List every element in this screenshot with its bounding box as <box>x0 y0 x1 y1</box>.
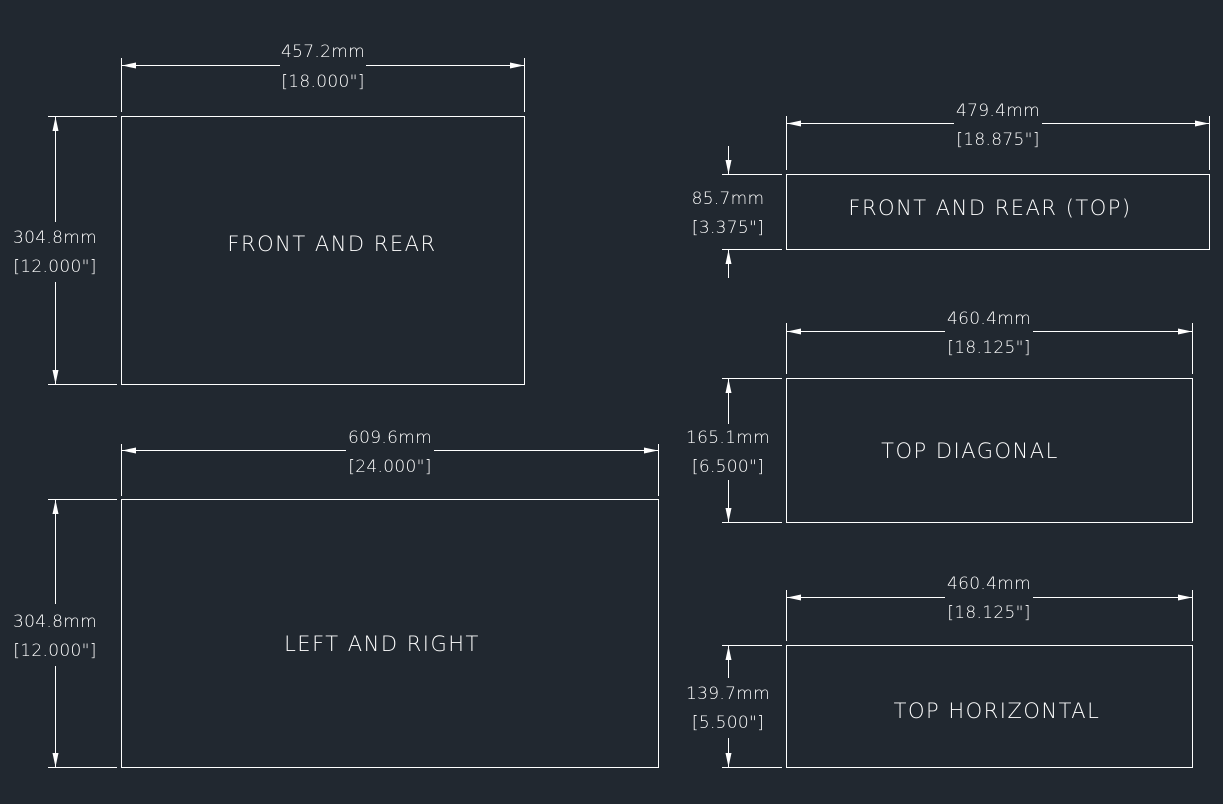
panel-outline <box>786 378 1193 523</box>
arrowhead <box>787 120 801 127</box>
height-dimension: 165.1mm [6.500"] <box>686 378 782 523</box>
panel-outline <box>786 174 1210 250</box>
width-dimension: 609.6mm [24.000"] <box>121 428 659 496</box>
arrowhead <box>787 328 801 335</box>
height-mm: 304.8mm <box>13 228 97 248</box>
width-in: [24.000"] <box>348 457 431 477</box>
arrowhead <box>725 379 732 393</box>
panel-label: FRONT AND REAR <box>227 232 436 256</box>
width-mm: 460.4mm <box>947 309 1031 329</box>
panel-top-horizontal: TOP HORIZONTAL 460.4mm [18.125"] 139.7mm… <box>686 574 1193 768</box>
arrowhead <box>510 62 524 69</box>
panel-label: TOP DIAGONAL <box>881 439 1059 463</box>
height-in: [6.500"] <box>692 457 764 477</box>
width-dimension: 460.4mm [18.125"] <box>786 574 1193 641</box>
height-in: [3.375"] <box>692 218 764 238</box>
panel-top-diagonal: TOP DIAGONAL 460.4mm [18.125"] 165.1mm [… <box>686 309 1193 523</box>
width-mm: 479.4mm <box>956 101 1040 121</box>
width-dimension: 479.4mm [18.875"] <box>786 101 1210 170</box>
arrowhead <box>122 447 136 454</box>
text-mask <box>280 56 366 76</box>
arrowhead <box>1178 328 1192 335</box>
arrowhead <box>725 508 732 522</box>
arrowhead <box>725 646 732 660</box>
panel-label: FRONT AND REAR (TOP) <box>848 196 1131 220</box>
arrowhead <box>122 62 136 69</box>
height-mm: 85.7mm <box>692 189 765 209</box>
panel-outline <box>121 116 525 385</box>
panel-outline <box>786 645 1193 768</box>
height-dimension: 304.8mm [12.000"] <box>13 499 117 768</box>
panel-outline <box>121 499 659 768</box>
width-dimension: 460.4mm [18.125"] <box>786 309 1193 374</box>
height-mm: 139.7mm <box>686 684 770 704</box>
arrowhead <box>725 250 732 264</box>
height-in: [5.500"] <box>692 713 764 733</box>
arrowhead <box>52 753 59 767</box>
height-mm: 304.8mm <box>13 612 97 632</box>
width-mm: 457.2mm <box>281 42 365 62</box>
height-in: [12.000"] <box>13 641 96 661</box>
width-in: [18.000"] <box>281 72 364 92</box>
arrowhead <box>52 370 59 384</box>
arrowhead <box>1178 594 1192 601</box>
arrowhead <box>644 447 658 454</box>
width-in: [18.875"] <box>956 130 1039 150</box>
panel-label: TOP HORIZONTAL <box>894 699 1101 723</box>
text-mask <box>945 588 1033 608</box>
width-mm: 460.4mm <box>947 574 1031 594</box>
height-mm: 165.1mm <box>686 428 770 448</box>
panel-left-and-right: LEFT AND RIGHT 609.6mm [24.000"] 304.8mm… <box>13 428 659 768</box>
height-dimension: 139.7mm [5.500"] <box>686 645 782 768</box>
height-dimension: 304.8mm [12.000"] <box>13 116 117 385</box>
text-mask <box>346 441 434 461</box>
width-dimension: 457.2mm [18.000"] <box>121 42 525 112</box>
arrowhead <box>725 753 732 767</box>
arrowhead <box>787 594 801 601</box>
text-mask <box>954 114 1042 134</box>
width-mm: 609.6mm <box>348 428 432 448</box>
text-mask <box>945 322 1033 342</box>
width-in: [18.125"] <box>947 603 1030 623</box>
panel-front-and-rear: FRONT AND REAR 457.2mm [18.000"] 304.8mm… <box>13 42 525 385</box>
height-dimension: 85.7mm [3.375"] <box>692 146 782 278</box>
panel-front-and-rear-top: FRONT AND REAR (TOP) 479.4mm [18.875"] 8… <box>692 101 1210 278</box>
arrowhead <box>725 160 732 174</box>
height-in: [12.000"] <box>13 257 96 277</box>
width-in: [18.125"] <box>947 338 1030 358</box>
arrowhead <box>52 500 59 514</box>
arrowhead <box>1195 120 1209 127</box>
arrowhead <box>52 117 59 131</box>
panel-label: LEFT AND RIGHT <box>284 632 480 656</box>
